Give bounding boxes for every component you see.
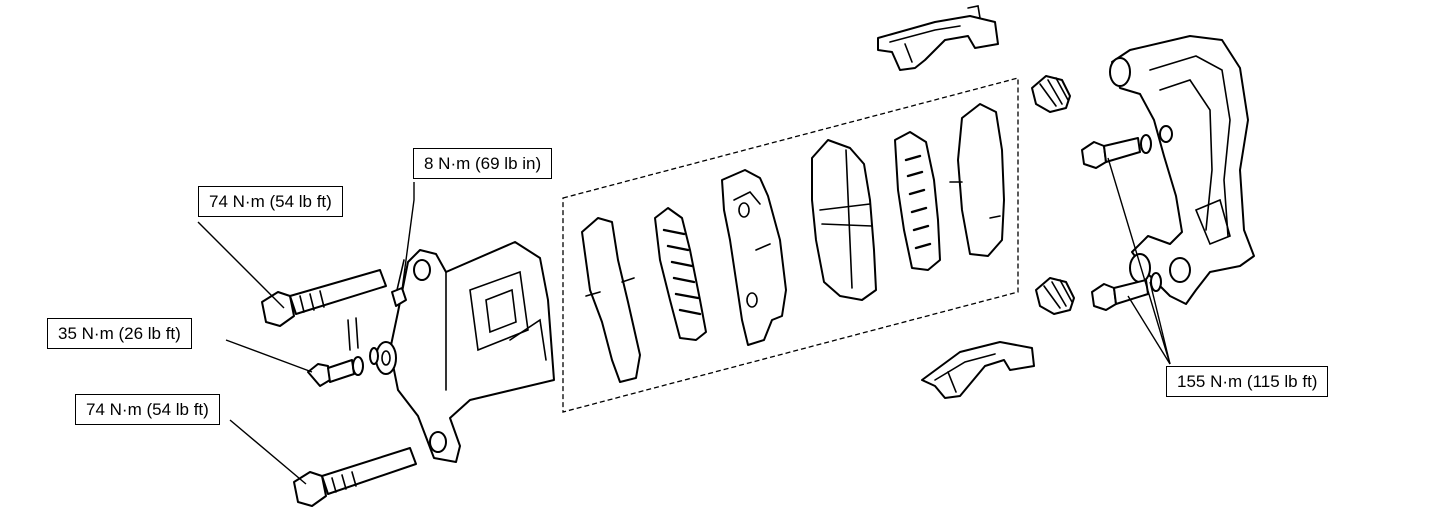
leader-74nm-lower — [229, 419, 307, 485]
leader-74nm-upper — [197, 221, 285, 309]
upper-guide-pin-bolt — [261, 269, 387, 327]
torque-label-hose-bolt: 35 N·m (26 lb ft) — [47, 318, 192, 349]
lower-anti-rattle-clip — [921, 341, 1035, 399]
leader-8nm — [401, 182, 415, 291]
leader-155nm-a — [1107, 157, 1171, 365]
leader-155nm-c — [1149, 281, 1171, 365]
inboard-pad-shim — [949, 103, 1005, 257]
brake-hose-bolt — [307, 317, 379, 387]
lower-guide-pin-bolt — [293, 447, 417, 507]
upper-bracket-bolt — [1081, 125, 1173, 169]
outboard-brake-pad — [721, 169, 787, 346]
lower-bushing-boot — [1035, 277, 1075, 315]
upper-bushing-boot — [1031, 75, 1071, 113]
leader-155nm-b — [1127, 295, 1171, 365]
outboard-pad-insulator — [654, 207, 707, 341]
leader-35nm — [225, 339, 313, 373]
inboard-brake-pad — [811, 139, 877, 301]
torque-label-upper-guide-bolt: 74 N·m (54 lb ft) — [198, 186, 343, 217]
caliper-bracket — [1109, 35, 1255, 305]
outboard-pad-shim — [581, 217, 641, 383]
torque-label-bleeder: 8 N·m (69 lb in) — [413, 148, 553, 179]
lower-bracket-bolt — [1091, 272, 1162, 311]
bleeder-valve — [391, 259, 407, 307]
caliper-housing — [375, 241, 555, 463]
pad-group-frame — [562, 77, 1019, 413]
inboard-pad-insulator — [894, 131, 941, 271]
upper-anti-rattle-clip — [877, 5, 999, 71]
torque-label-lower-guide-bolt: 74 N·m (54 lb ft) — [75, 394, 220, 425]
torque-label-bracket-bolts: 155 N·m (115 lb ft) — [1166, 366, 1329, 397]
